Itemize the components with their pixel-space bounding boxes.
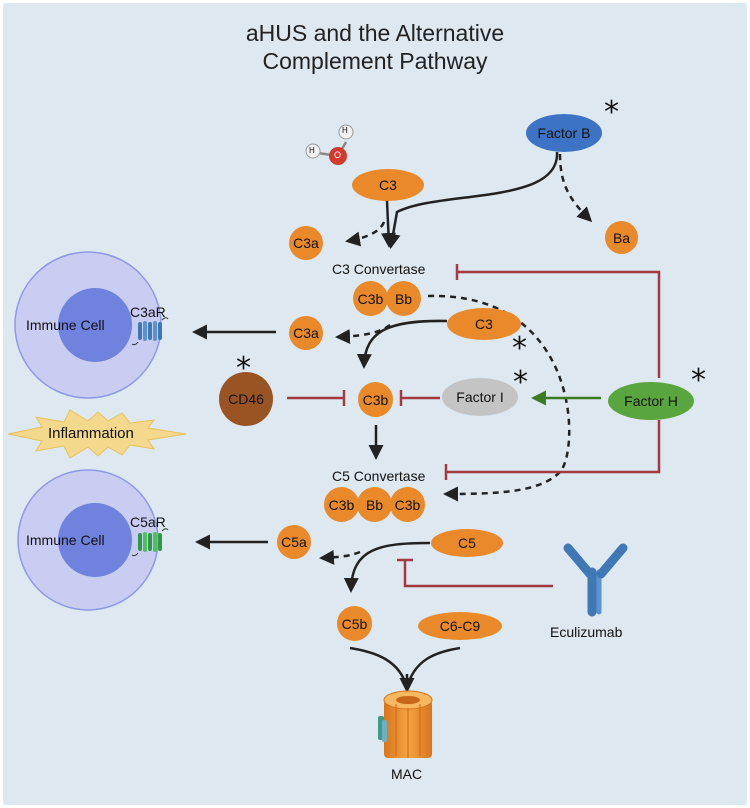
c3-convertase-label: C3 Convertase — [332, 261, 426, 277]
eculizumab-label: Eculizumab — [550, 624, 623, 640]
arrow-factor-b-to-c3-convertase — [385, 151, 559, 249]
c5a-node: C5a — [277, 525, 311, 559]
factor-h-node: Factor H — [608, 382, 694, 420]
c3ar-label: C3aR — [130, 304, 166, 320]
immune-cell-2-nucleus — [58, 503, 132, 577]
water-h2-label: H — [309, 146, 315, 155]
arrow-c5b-c6c9-to-mac — [349, 646, 461, 689]
c5b-node: C5b — [337, 606, 372, 641]
c3b-center-node: C3b — [358, 382, 393, 417]
c5ar-receptor-icon — [131, 528, 169, 557]
cd46-node: CD46 — [219, 372, 273, 426]
c6-c9-node: C6-C9 — [418, 612, 502, 640]
ba-node: Ba — [605, 221, 638, 254]
factor-i-marker: * — [513, 365, 528, 400]
water-h1-label: H — [342, 126, 348, 135]
mac-label: MAC — [391, 766, 423, 782]
c5-node: C5 — [431, 529, 503, 557]
dashed-arrow-c3-to-c3a-mid — [335, 323, 391, 344]
inhibition-eculizumab-to-c5 — [403, 560, 553, 588]
c3-convertase-bb: Bb — [386, 281, 421, 316]
diagram-title-line-1: aHUS and the Alternative — [245, 20, 505, 46]
c3a-mid-node: C3a — [289, 316, 323, 350]
diagram-title-line-2: Complement Pathway — [262, 48, 488, 74]
c5ar-label: C5aR — [130, 514, 166, 530]
factor-b-node: Factor B — [526, 114, 602, 152]
c5-convertase-c3b-1: C3b — [324, 487, 359, 522]
arrow-c5-to-c5b — [343, 541, 431, 593]
c5-convertase-label: C5 Convertase — [332, 468, 426, 484]
c3-convertase-c3b: C3b — [353, 281, 388, 316]
inhibition-factor-h-to-c3-convertase — [457, 270, 661, 378]
inhibition-factor-h-to-c5-convertase — [446, 420, 661, 474]
factor-h-marker: * — [691, 363, 706, 398]
immune-cell-1-nucleus — [58, 288, 132, 362]
c5-convertase-bb: Bb — [357, 487, 392, 522]
mac-pore-icon — [378, 690, 433, 758]
c3-mid-marker: * — [512, 331, 527, 366]
inflammation-label: Inflammation — [48, 425, 134, 442]
dashed-arrow-factor-b-to-ba — [558, 153, 593, 223]
c3-mid-node: C3 — [447, 308, 521, 340]
dashed-arrow-c5-to-c5a — [319, 549, 361, 565]
c3a-top-node: C3a — [289, 226, 323, 260]
water-o-label: O — [334, 150, 342, 160]
c3ar-receptor-icon — [131, 317, 169, 346]
factor-b-marker: * — [604, 95, 619, 130]
factor-i-node: Factor I — [442, 378, 518, 416]
c3-top-node: C3 — [352, 169, 424, 201]
immune-cell-2-graphic — [17, 469, 159, 611]
immune-cell-2-label: Immune Cell — [26, 532, 105, 548]
cd46-marker: * — [236, 351, 251, 386]
c5-convertase-c3b-2: C3b — [390, 487, 425, 522]
water-molecule-icon — [305, 124, 354, 165]
dashed-arrow-c3-to-c3a-top — [345, 221, 386, 247]
eculizumab-antibody-icon — [563, 543, 628, 617]
arrow-c3-to-c3-convertase — [380, 200, 396, 248]
immune-cell-1-label: Immune Cell — [26, 317, 105, 333]
arrow-c3-mid-to-c3b — [356, 319, 448, 369]
inflammation-burst-shape — [7, 409, 187, 459]
